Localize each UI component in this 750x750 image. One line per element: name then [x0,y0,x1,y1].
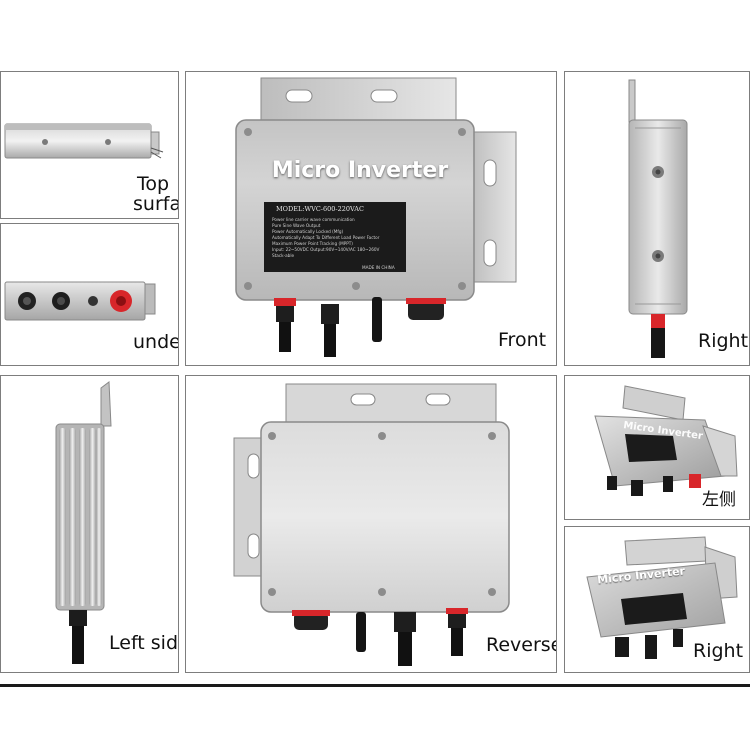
caption-front: Front [498,329,547,351]
panel-front: Micro Inverter MODEL:WVC-600-220VAC Powe… [185,71,557,366]
spec-line: Automatically Adapt To Different Load Po… [272,235,380,240]
spec-line: Power line carrier wave communication [272,217,355,222]
spec-line: Power Automatically Locked (Mfg) [272,229,344,234]
caption-left-side: Left side [109,632,179,654]
inverter-top-surface-photo [4,123,164,159]
inverter-right-side-photo [628,79,688,358]
caption-right: Right [698,330,749,352]
inverter-underside-photo [4,281,156,321]
caption-right-angle: Right [693,640,744,662]
inverter-reverse-photo [233,383,510,666]
inverter-front-photo [235,77,517,357]
inverter-left-angle-photo: Micro Inverter [594,385,738,496]
panel-top-surface: Top surface [0,71,179,219]
spec-line: Pure Sine Wave Output [272,223,321,228]
spec-list: Power line carrier wave communication Pu… [272,217,400,259]
caption-underside: underside [133,331,179,353]
inverter-right-angle-photo [586,536,738,659]
spec-line: Maximum Power Point Tracking (MPPT) [272,241,353,246]
spec-line: Stack-able [272,253,295,258]
panel-right-angle: Micro Inverter Right [564,526,750,673]
product-title: Micro Inverter [271,158,449,183]
caption-left-cn: 左侧 [702,490,736,510]
inverter-left-side-photo [55,381,112,664]
panel-left-angle: Micro Inverter 左侧 [564,375,750,520]
panel-underside: underside [0,223,179,366]
spec-line: Input: 22~50VDC Output:90V~140V/AC 180~2… [272,247,380,252]
model-label: MODEL:WVC-600-220VAC [276,205,364,213]
caption-top-surface-line2: surface [133,193,178,215]
made-in-label: MADE IN CHINA [362,265,395,270]
panel-left-side: Left side [0,375,179,673]
caption-reverse: Reverse [486,634,557,656]
bottom-rule [0,684,750,687]
caption-top-surface-line1: Top [137,173,170,195]
panel-reverse: Reverse [185,375,557,673]
panel-right: Right [564,71,750,366]
